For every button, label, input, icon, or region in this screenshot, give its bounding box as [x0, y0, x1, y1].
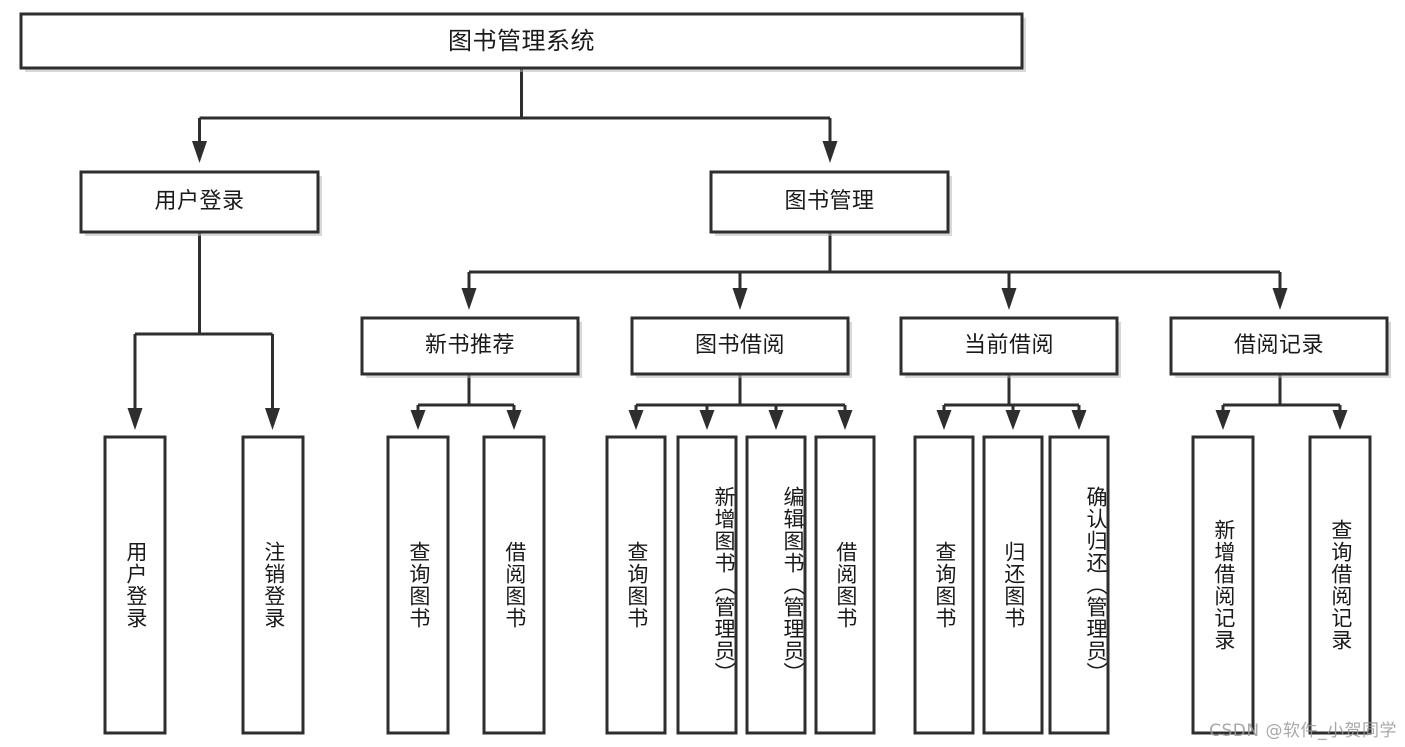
node-leaf-confirm-return-admin[interactable]	[1048, 435, 1110, 735]
connectors-root-to-level2	[192, 68, 838, 163]
arrow-head-leaf-query-book-borrow	[628, 410, 644, 430]
arrow-head-leaf-borrow-book-recommend	[506, 410, 522, 430]
arrow-head-leaf-query-borrow-record	[1332, 410, 1348, 430]
arrow-head-leaf-edit-book-admin	[768, 410, 784, 430]
node-leaf-borrow-book[interactable]	[814, 435, 876, 735]
node-leaf-query-book-current[interactable]	[913, 435, 975, 735]
connectors-user-login-to-leaves	[127, 232, 280, 430]
arrow-head-leaf-return-book	[1005, 410, 1021, 430]
node-leaf-user-login[interactable]	[103, 435, 167, 735]
arrow-head-user-login	[192, 141, 207, 163]
node-leaf-edit-book-admin[interactable]	[745, 435, 807, 735]
node-leaf-borrow-book-recommend[interactable]	[482, 435, 546, 735]
node-new-book-recommend[interactable]	[360, 316, 580, 376]
arrow-head-leaf-add-book-admin	[699, 410, 715, 430]
node-leaf-return-book[interactable]	[982, 435, 1044, 735]
arrow-head-new-book-recommend	[461, 288, 477, 310]
node-leaf-add-book-admin[interactable]	[676, 435, 738, 735]
arrow-head-current-borrow	[1001, 288, 1017, 310]
arrow-head-book-management	[822, 141, 838, 163]
node-book-management[interactable]	[709, 170, 950, 234]
connectors-new-book-recommend-to-leaves	[410, 374, 522, 430]
node-root[interactable]	[19, 12, 1024, 70]
node-current-borrow[interactable]	[899, 316, 1119, 376]
connectors-borrow-record-to-leaves	[1215, 374, 1348, 430]
node-leaf-query-book-recommend[interactable]	[386, 435, 450, 735]
arrow-head-leaf-query-book-current	[936, 410, 952, 430]
node-borrow-record[interactable]	[1169, 316, 1389, 376]
arrow-head-leaf-user-login	[127, 408, 143, 430]
arrow-head-leaf-confirm-return-admin	[1071, 410, 1087, 430]
connectors-book-management-to-level3	[461, 232, 1288, 310]
node-leaf-add-borrow-record[interactable]	[1191, 435, 1255, 735]
arrow-head-book-borrow	[732, 288, 748, 310]
node-user-login[interactable]	[79, 170, 320, 234]
node-leaf-query-borrow-record[interactable]	[1308, 435, 1372, 735]
connectors-book-borrow-to-leaves	[628, 374, 853, 430]
arrow-head-leaf-logout	[265, 408, 280, 430]
connectors-current-borrow-to-leaves	[936, 374, 1087, 430]
arrow-head-leaf-query-book-recommend	[410, 410, 426, 430]
node-leaf-logout[interactable]	[241, 435, 305, 735]
csdn-watermark: CSDN @软件_小贺同学	[1209, 721, 1397, 741]
node-leaf-query-book-borrow[interactable]	[605, 435, 667, 735]
arrow-head-leaf-borrow-book	[837, 410, 853, 430]
node-book-borrow[interactable]	[630, 316, 850, 376]
arrow-head-leaf-add-borrow-record	[1215, 410, 1231, 430]
arrow-head-borrow-record	[1272, 288, 1288, 310]
